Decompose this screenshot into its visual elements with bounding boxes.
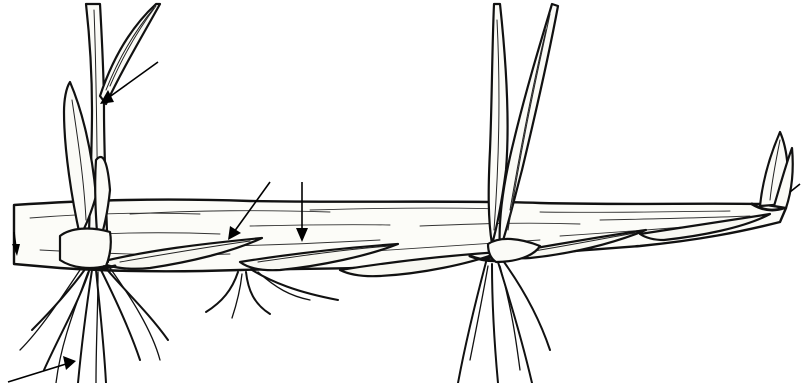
rhizome-tip-bud [760,132,793,208]
arrow-adventitious-root [8,356,76,382]
rhizome [14,200,786,277]
left-roots [20,266,168,383]
right-roots [458,262,550,383]
middle-roots [206,270,338,318]
